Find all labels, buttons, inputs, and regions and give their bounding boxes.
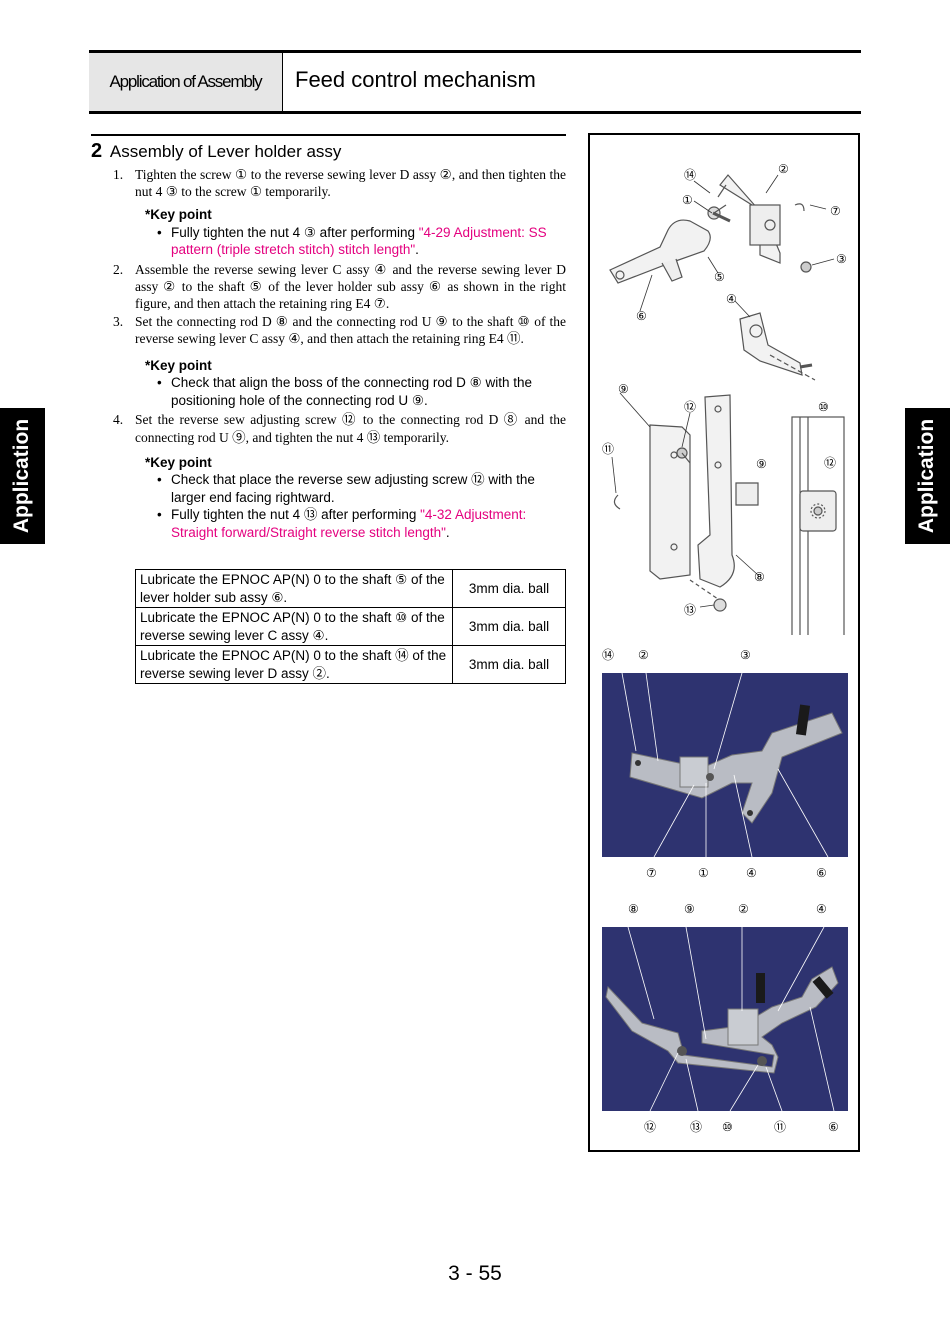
callout-label: ⑩ (722, 1120, 733, 1134)
callout-label: ⑨ (684, 902, 695, 916)
adjustment-link[interactable]: "4-32 Adjustment: Straight forward/Strai… (171, 507, 527, 540)
key-point-text: Fully tighten the nut 4 ⑬ after performi… (171, 507, 421, 523)
side-tab-label: Application (915, 418, 939, 534)
callout-label: ⑬ (684, 603, 697, 617)
callout-label: ⑦ (830, 204, 841, 218)
callout-label: ④ (816, 902, 827, 916)
callout-label: ③ (740, 648, 751, 662)
callout-label: ⑭ (684, 168, 697, 182)
key-point-bullet: • Fully tighten the nut 4 ③ after perfor… (145, 224, 566, 259)
key-point-2: *Key point • Check that align the boss o… (145, 357, 566, 410)
step-text: Tighten the screw ① to the reverse sewin… (135, 167, 566, 200)
callout-label: ⑧ (628, 902, 639, 916)
lubrication-table: Lubricate the EPNOC AP(N) 0 to the shaft… (135, 569, 566, 684)
table-row: Lubricate the EPNOC AP(N) 0 to the shaft… (135, 645, 566, 684)
callout-label: ⑭ (602, 648, 615, 662)
callout-label: ⑨ (618, 382, 629, 396)
bullet-icon: • (157, 375, 162, 391)
key-point-bullet: • Fully tighten the nut 4 ⑬ after perfor… (145, 506, 566, 541)
callout-label: ① (698, 866, 709, 880)
callout-label: ④ (746, 866, 757, 880)
side-tab-left: Application (0, 408, 45, 544)
callout-label: ④ (726, 292, 737, 306)
table-row: Lubricate the EPNOC AP(N) 0 to the shaft… (135, 569, 566, 608)
callout-label: ⑪ (602, 442, 615, 456)
side-tab-label: Application (10, 418, 34, 534)
subsection-title: Assembly of Lever holder assy (109, 142, 342, 161)
callout-label: ⑩ (818, 400, 829, 414)
lube-amount: 3mm dia. ball (452, 645, 566, 684)
subsection-number: 2 (91, 140, 103, 162)
lube-amount: 3mm dia. ball (452, 569, 566, 608)
step-text: Assemble the reverse sewing lever C assy… (135, 261, 566, 312)
adjustment-link[interactable]: "4-29 Adjustment: SS pattern (triple str… (171, 224, 547, 258)
assembly-photo-1 (602, 672, 848, 858)
subsection-heading: 2 Assembly of Lever holder assy (91, 134, 566, 163)
callout-label: ⑫ (684, 400, 697, 414)
step-text: Set the reverse sew adjusting screw ⑫ to… (135, 412, 566, 445)
callout-label: ② (738, 902, 749, 916)
step-number: 4. (113, 412, 124, 428)
callout-label: ⑫ (644, 1120, 657, 1134)
callout-label: ⑧ (754, 570, 765, 584)
callout-label: ⑥ (828, 1120, 839, 1134)
photo-1-parts (621, 672, 843, 858)
exploded-diagram (609, 174, 845, 635)
callout-label: ③ (836, 252, 847, 266)
step-4: 4. Set the reverse sew adjusting screw ⑫… (113, 411, 566, 445)
key-point-text: Check that place the reverse sew adjusti… (171, 472, 535, 505)
key-point-bullet: • Check that align the boss of the conne… (145, 374, 566, 409)
page-header: Application of Assembly Feed control mec… (89, 50, 861, 114)
callout-label: ⑬ (690, 1120, 703, 1134)
step-number: 2. (113, 261, 124, 277)
instruction-body: 1. Tighten the screw ① to the reverse se… (113, 166, 566, 541)
bullet-icon: • (157, 472, 162, 488)
key-point-title: *Key point (145, 357, 212, 373)
key-point-text: Fully tighten the nut 4 ③ after performi… (171, 224, 419, 240)
table-row: Lubricate the EPNOC AP(N) 0 to the shaft… (135, 607, 566, 646)
callout-label: ② (638, 648, 649, 662)
photo-2-parts (605, 926, 839, 1112)
key-point-text-end: . (445, 524, 450, 540)
callout-label: ⑨ (756, 457, 767, 471)
callout-label: ⑪ (774, 1120, 787, 1134)
bullet-icon: • (157, 507, 162, 523)
key-point-1: *Key point • Fully tighten the nut 4 ③ a… (145, 206, 566, 259)
bullet-icon: • (157, 224, 162, 240)
section-label: Application of Assembly (89, 53, 283, 111)
callout-label: ⑥ (636, 309, 647, 323)
callout-label: ⑥ (816, 866, 827, 880)
key-point-text: Check that align the boss of the connect… (171, 375, 533, 408)
page-number: 3 - 55 (448, 1262, 502, 1285)
key-point-text-end: . (415, 242, 419, 258)
lube-amount: 3mm dia. ball (452, 607, 566, 646)
lube-instruction: Lubricate the EPNOC AP(N) 0 to the shaft… (135, 607, 453, 646)
step-number: 1. (113, 167, 124, 182)
lube-instruction: Lubricate the EPNOC AP(N) 0 to the shaft… (135, 569, 453, 608)
callout-label: ⑫ (824, 456, 837, 470)
lube-instruction: Lubricate the EPNOC AP(N) 0 to the shaft… (135, 645, 453, 684)
callout-label: ② (778, 162, 789, 176)
figure-panel: ⑭ ② ① ⑦ ③ ⑤ ④ ⑥ ⑨ ⑫ ⑩ ⑪ ⑨ ⑫ ⑧ ⑬ ⑭ ② ③ ⑦ … (588, 133, 860, 1152)
key-point-3: *Key point • Check that place the revers… (145, 454, 566, 542)
step-1: 1. Tighten the screw ① to the reverse se… (113, 166, 566, 200)
step-3: 3. Set the connecting rod D ⑧ and the co… (113, 313, 566, 347)
key-point-title: *Key point (145, 207, 212, 223)
callout-label: ⑦ (646, 866, 657, 880)
step-number: 3. (113, 313, 124, 329)
key-point-bullet: • Check that place the reverse sew adjus… (145, 471, 566, 506)
page-title: Feed control mechanism (295, 67, 536, 92)
side-tab-right: Application (905, 408, 950, 544)
key-point-title: *Key point (145, 454, 212, 470)
step-2: 2. Assemble the reverse sewing lever C a… (113, 261, 566, 313)
assembly-photo-2 (602, 926, 848, 1112)
callout-label: ⑤ (714, 270, 725, 284)
step-text: Set the connecting rod D ⑧ and the conne… (135, 313, 566, 346)
callout-label: ① (682, 193, 693, 207)
